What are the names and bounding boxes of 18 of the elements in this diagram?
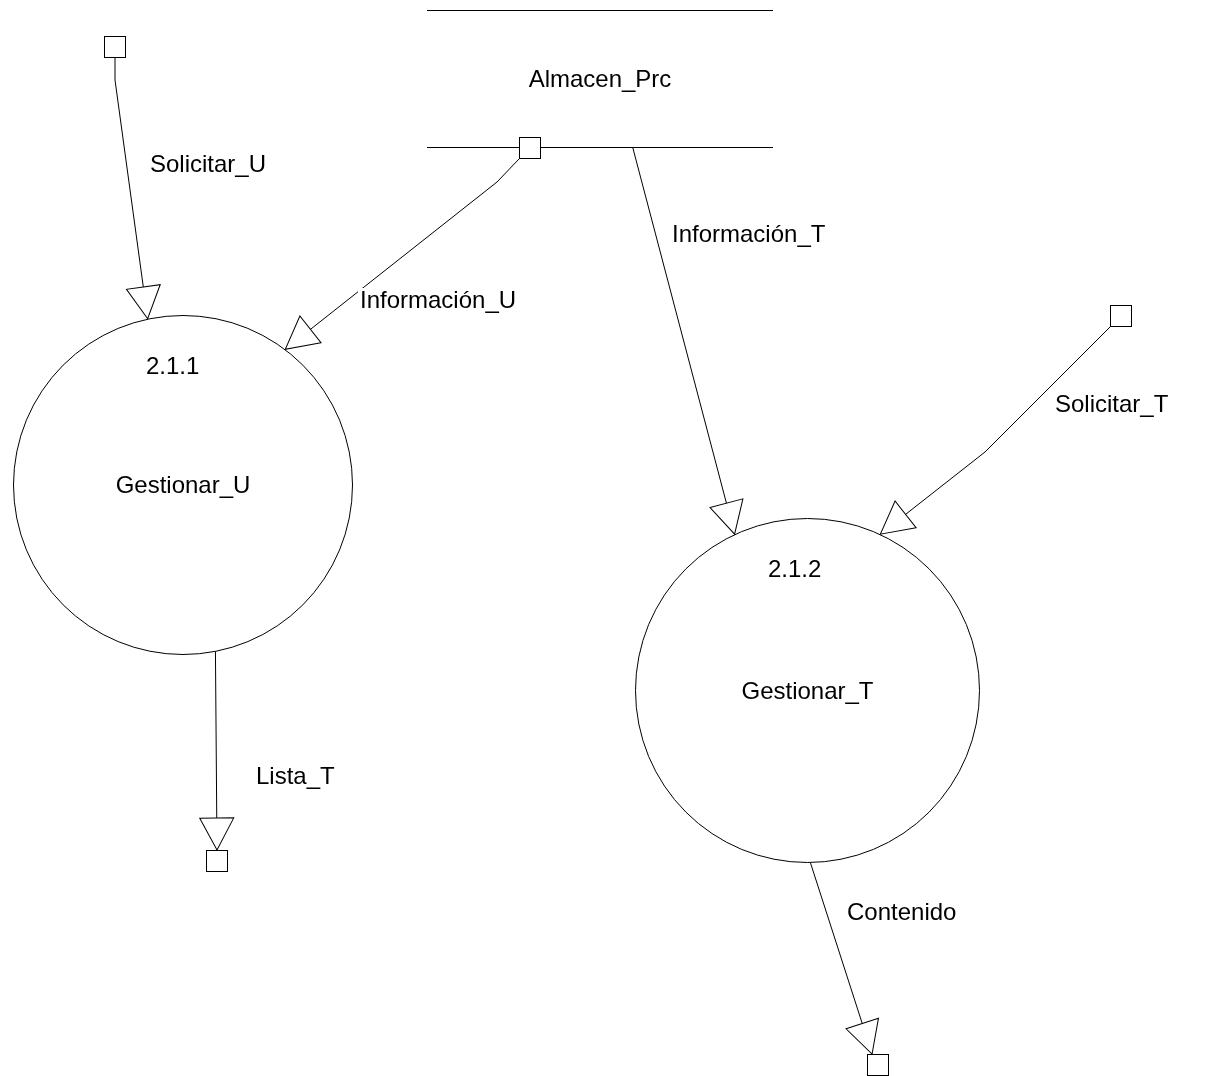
process-number: 2.1.2 xyxy=(768,554,822,584)
data-flow-arrow xyxy=(114,57,161,320)
store-name: Almacen_Prc xyxy=(528,64,672,94)
process-number: 2.1.1 xyxy=(146,351,200,381)
process-name: Gestionar_T xyxy=(741,675,874,706)
flow-endpoint-box xyxy=(519,137,541,159)
data-flow-arrow xyxy=(199,651,235,851)
data-flow-arrow xyxy=(879,326,1111,535)
process-name: Gestionar_U xyxy=(115,470,251,500)
flow-endpoint-box xyxy=(104,36,126,58)
edge-label: Lista_T xyxy=(254,764,337,788)
data-flow-arrow xyxy=(284,158,520,350)
data-flow-arrow xyxy=(810,862,879,1055)
flow-endpoint-box xyxy=(1110,305,1132,327)
data-flow-arrow xyxy=(632,147,744,535)
flow-endpoint-box xyxy=(867,1054,889,1076)
edge-label: Solicitar_T xyxy=(1053,392,1171,416)
flow-endpoint-box xyxy=(206,850,228,872)
